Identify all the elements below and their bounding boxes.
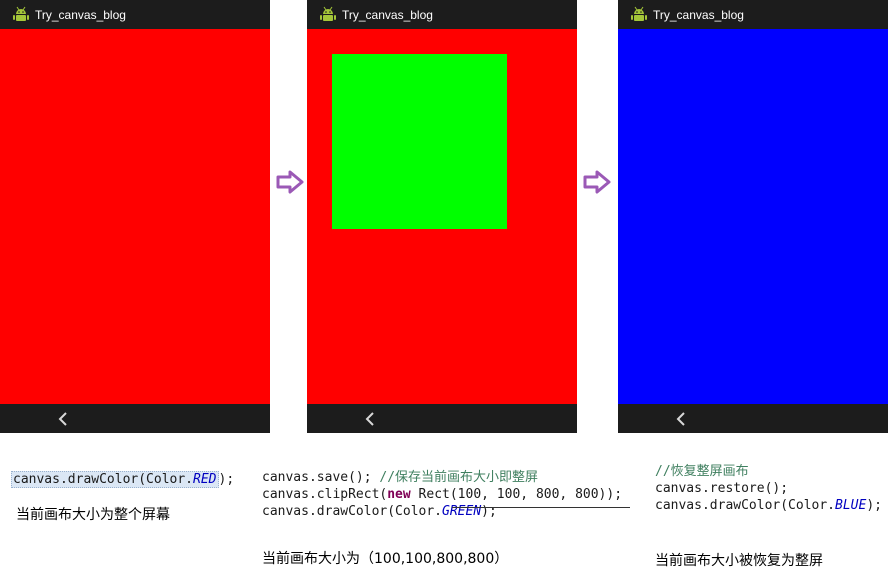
android-icon xyxy=(320,6,336,21)
title-bar: Try_canvas_blog xyxy=(618,0,888,29)
phone-screen-1: Try_canvas_blog xyxy=(0,0,270,433)
title-bar: Try_canvas_blog xyxy=(0,0,270,29)
caption-3: 当前画布大小被恢复为整屏 xyxy=(655,553,823,569)
code-comment: //恢复整屏画布 xyxy=(655,464,749,479)
nav-bar xyxy=(618,404,888,433)
canvas-blue xyxy=(618,29,888,404)
app-title: Try_canvas_blog xyxy=(342,8,433,22)
canvas-red xyxy=(307,29,577,404)
code-snippet-3: //恢复整屏画布 canvas.restore(); canvas.drawCo… xyxy=(655,464,882,513)
android-icon xyxy=(13,6,29,21)
app-title: Try_canvas_blog xyxy=(653,8,744,22)
code-snippet-2: canvas.save(); //保存当前画布大小即整屏 canvas.clip… xyxy=(262,470,623,519)
nav-bar xyxy=(307,404,577,433)
back-chevron-icon[interactable] xyxy=(673,411,689,427)
title-bar: Try_canvas_blog xyxy=(307,0,577,29)
code-keyword: new xyxy=(387,487,411,502)
right-arrow-icon xyxy=(276,170,304,194)
phone-screen-3: Try_canvas_blog xyxy=(618,0,888,433)
color-constant: RED xyxy=(193,472,217,487)
caption-2: 当前画布大小为（100,100,800,800） xyxy=(262,551,509,567)
color-constant: BLUE xyxy=(835,498,867,513)
right-arrow-icon xyxy=(583,170,611,194)
phone-screen-2: Try_canvas_blog xyxy=(307,0,577,433)
back-chevron-icon[interactable] xyxy=(362,411,378,427)
code-snippet-1: canvas.drawColor(Color.RED); xyxy=(11,471,235,488)
canvas-red xyxy=(0,29,270,404)
code-comment: //保存当前画布大小即整屏 xyxy=(379,470,539,485)
code-line-highlight: canvas.drawColor(Color.RED xyxy=(11,471,219,488)
caption-1: 当前画布大小为整个屏幕 xyxy=(16,507,170,523)
back-chevron-icon[interactable] xyxy=(55,411,71,427)
clip-rect-green xyxy=(332,54,507,229)
nav-bar xyxy=(0,404,270,433)
app-title: Try_canvas_blog xyxy=(35,8,126,22)
android-icon xyxy=(631,6,647,21)
code-underline xyxy=(452,507,630,508)
